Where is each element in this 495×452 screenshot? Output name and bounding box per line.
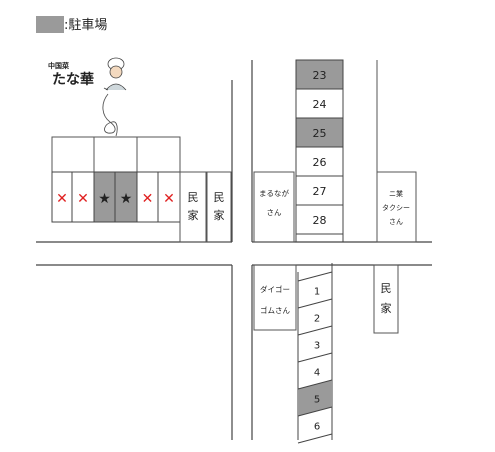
star-mark: ★	[120, 191, 133, 207]
star-mark: ★	[98, 191, 111, 207]
lower-space-number: 1	[314, 287, 320, 298]
x-mark: ✕	[56, 191, 68, 207]
nigyo-taxi-line-1: ニ業	[389, 189, 403, 198]
restaurant-building	[51, 136, 181, 173]
front-parking-row: ✕ ✕ ★ ★ ✕ ✕	[51, 171, 181, 223]
upper-parking-space	[295, 204, 344, 235]
nigyo-taxi-line-3: さん	[389, 218, 403, 226]
minka-top-2-char-2: 家	[214, 208, 225, 222]
lower-lot-divider	[297, 325, 333, 336]
lower-space-number: 3	[314, 341, 320, 352]
lower-lot-divider	[297, 352, 333, 363]
minka-top-1-char-2: 家	[188, 208, 199, 222]
marunaga-line-1: まるなが	[259, 188, 289, 198]
minka-bottom-char-2: 家	[381, 301, 392, 315]
marunaga-line-2: さん	[267, 208, 282, 217]
chef-icon	[103, 57, 127, 91]
minka-bottom-char-1: 民	[381, 282, 392, 295]
minka-top-1: 民 家	[179, 171, 207, 243]
lower-space-number: 5	[314, 395, 320, 406]
x-mark: ✕	[77, 191, 89, 207]
lower-lot-divider	[297, 379, 333, 390]
minka-bottom: 民 家	[373, 264, 399, 334]
lower-space-number: 4	[314, 368, 320, 379]
nigyo-taxi-line-2: タクシー	[382, 203, 410, 212]
legend-swatch	[36, 16, 64, 33]
minka-top-1-char-1: 民	[188, 191, 199, 204]
x-mark: ✕	[142, 191, 154, 207]
upper-space-number: 24	[313, 98, 327, 111]
minka-top-2: 民 家	[206, 171, 232, 243]
upper-space-number: 27	[313, 185, 327, 198]
restaurant-name: たな華	[52, 71, 94, 88]
nigyo-taxi-building: ニ業 タクシー さん	[376, 171, 417, 243]
lower-space-number: 6	[314, 422, 320, 433]
lower-lot-divider	[297, 406, 333, 417]
lower-lot-divider	[297, 433, 333, 444]
upper-space-number: 23	[313, 69, 327, 82]
daigo-line-1: ダイゴー	[260, 284, 290, 294]
restaurant-subtitle: 中国菜	[48, 61, 70, 70]
minka-top-2-char-1: 民	[214, 191, 225, 204]
upper-space-number: 28	[313, 214, 327, 227]
upper-parking-space	[295, 59, 344, 90]
smoke-swirl	[102, 93, 118, 137]
lower-parking-lot: 1 2 3 4 5 6	[297, 263, 333, 444]
lower-lot-divider	[297, 298, 333, 309]
upper-parking-lot: 23 24 25 26 27 28	[295, 59, 344, 242]
upper-space-number: 26	[313, 156, 327, 169]
marunaga-building: まるなが さん	[253, 171, 295, 243]
lower-space-number: 2	[314, 314, 320, 325]
x-mark: ✕	[163, 191, 175, 207]
upper-space-number: 25	[313, 127, 327, 140]
daigo-line-2: ゴムさん	[260, 305, 290, 315]
lower-lot-divider	[297, 271, 333, 282]
daigo-building: ダイゴー ゴムさん	[253, 264, 297, 331]
restaurant-logo: 中国菜 たな華	[48, 57, 127, 137]
lower-parking-space-filled	[298, 380, 332, 416]
legend-label: :駐車場	[64, 18, 108, 33]
